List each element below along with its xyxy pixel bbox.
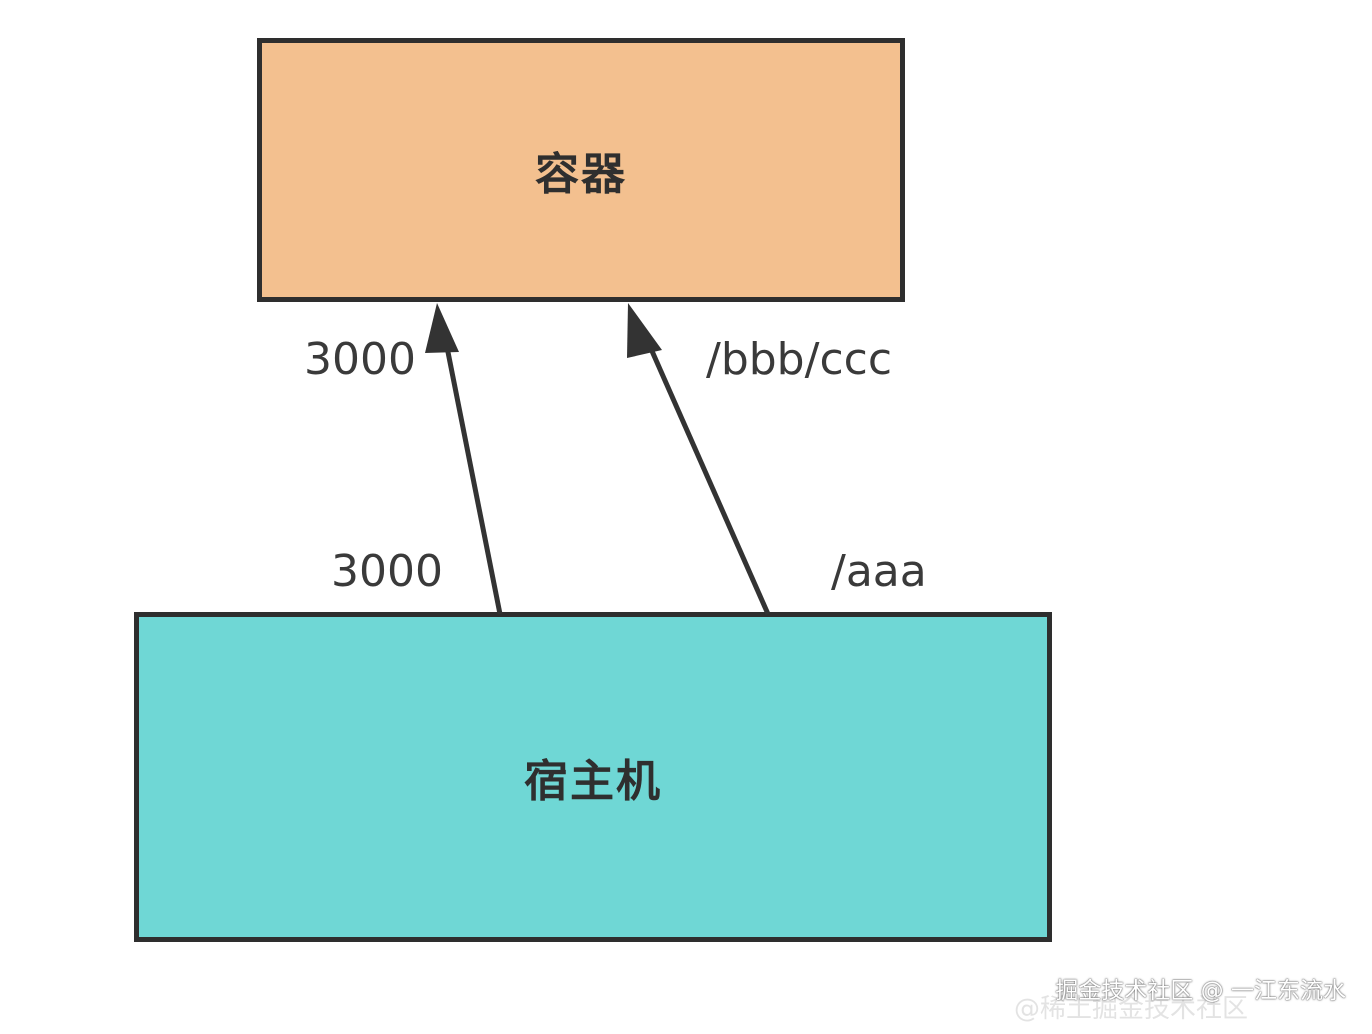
port-mapping-arrow-shaft xyxy=(443,341,503,615)
container-volume-path-label: /bbb/ccc xyxy=(706,334,893,385)
volume-mapping-arrow-shaft xyxy=(645,340,771,616)
host-box-label: 宿主机 xyxy=(524,756,662,807)
container-box-label: 容器 xyxy=(535,149,627,200)
watermark: 掘金技术社区 @ 一江东流水 xyxy=(1055,978,1346,1004)
host-volume-path-label: /aaa xyxy=(831,546,927,597)
host-port-label: 3000 xyxy=(331,546,443,597)
volume-mapping-arrowhead xyxy=(627,303,662,358)
container-box: 容器 xyxy=(257,38,905,302)
host-box: 宿主机 xyxy=(134,612,1052,942)
watermark-faded: @稀土掘金技术社区 xyxy=(1014,994,1249,1024)
container-port-label: 3000 xyxy=(304,334,416,385)
port-mapping-arrowhead xyxy=(425,303,459,353)
